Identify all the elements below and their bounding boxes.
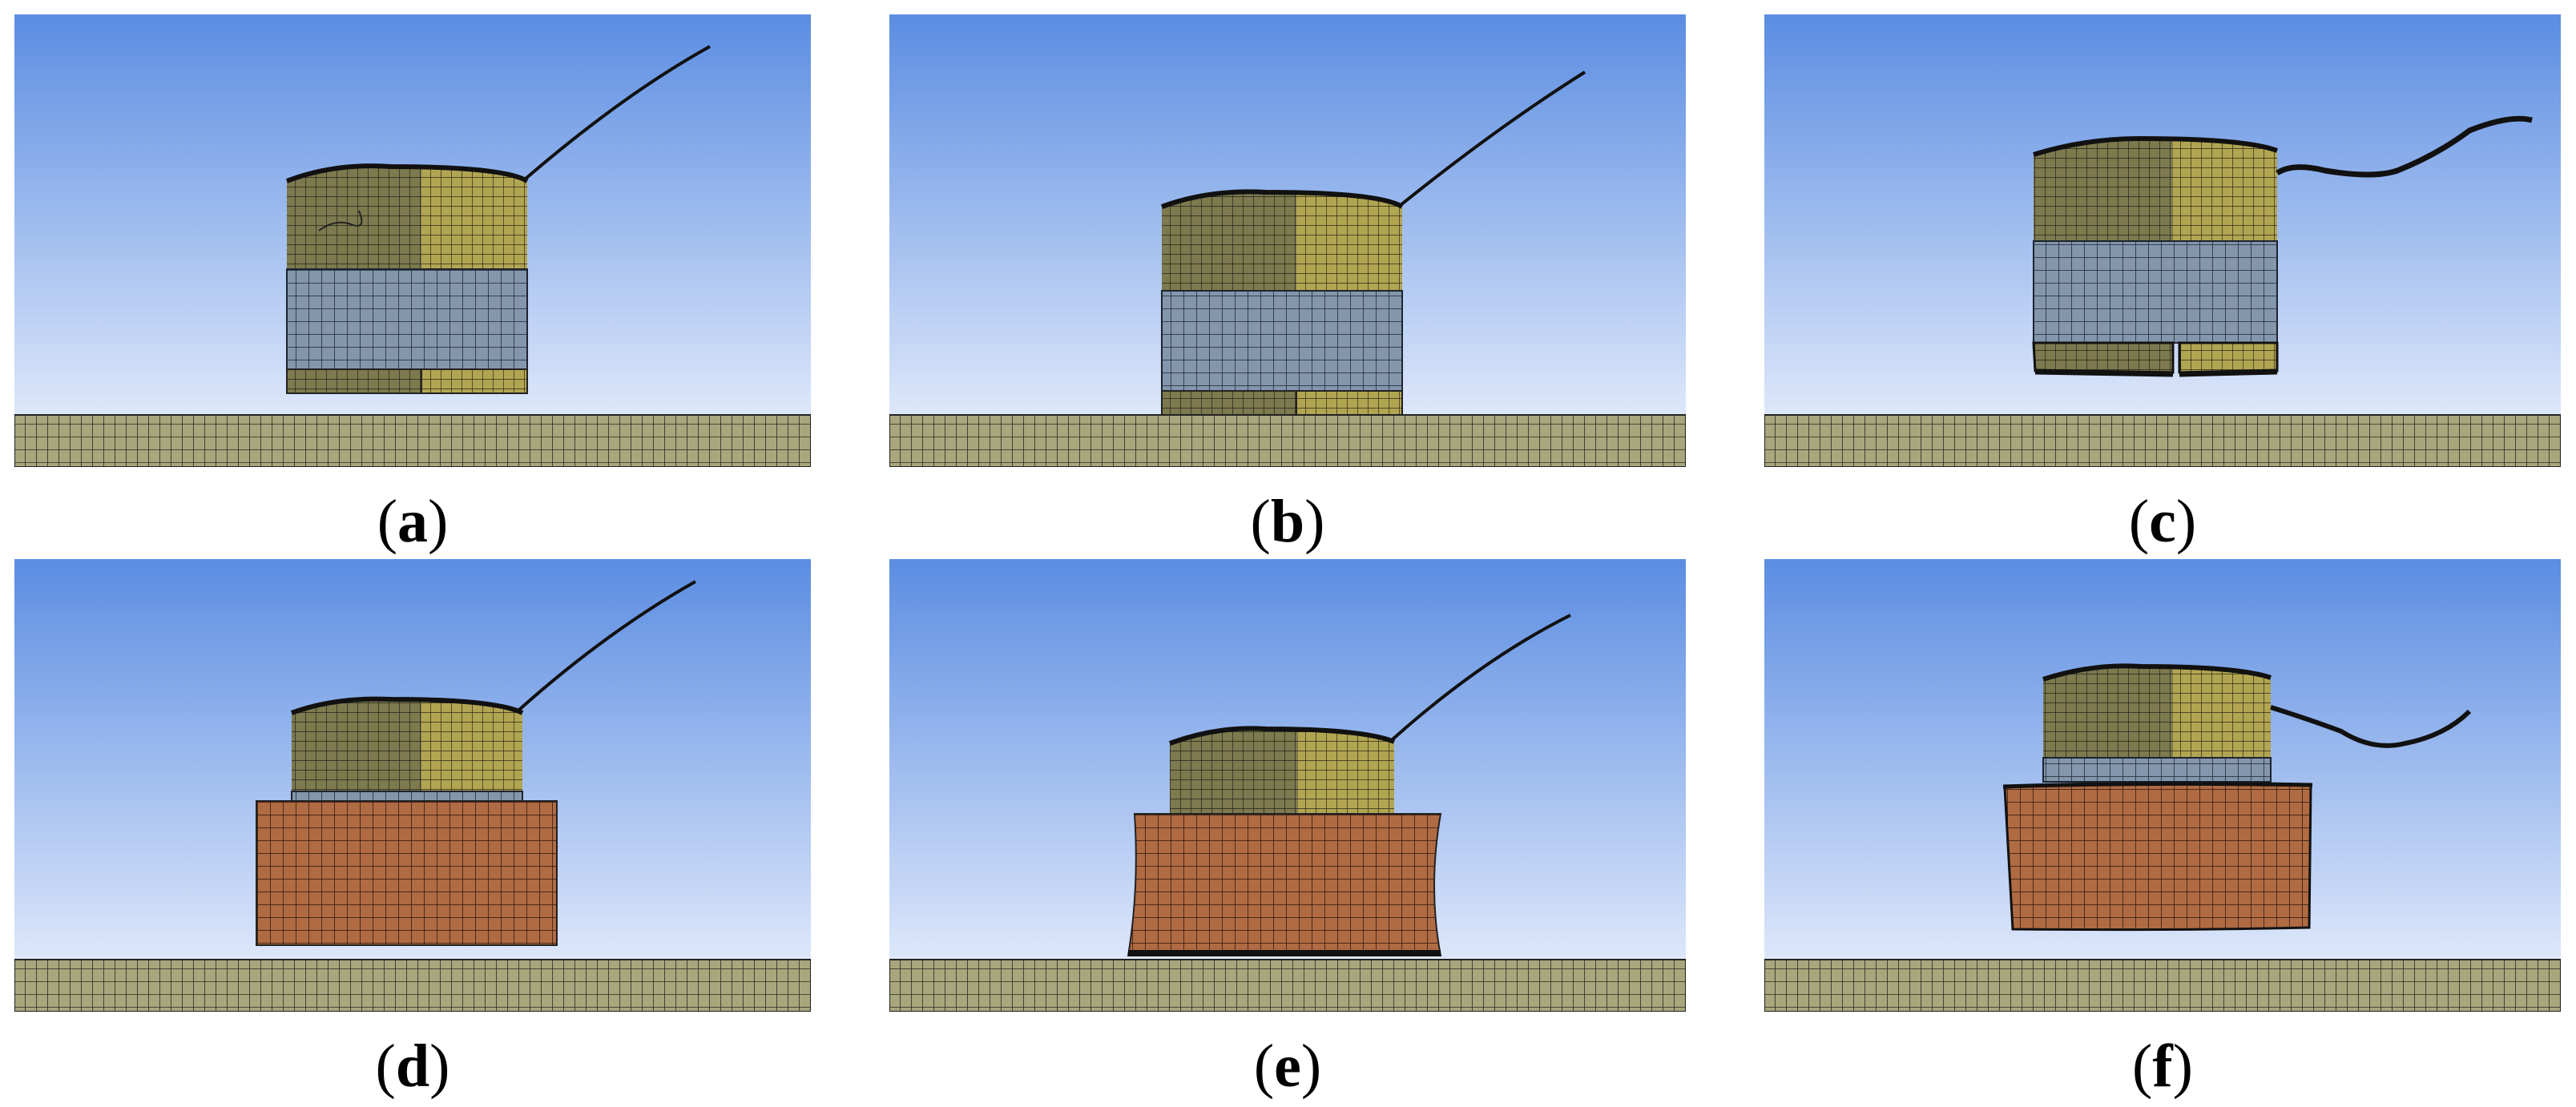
ground-mesh bbox=[14, 414, 811, 467]
panel-b bbox=[889, 14, 1686, 467]
caption-b: (b) bbox=[889, 489, 1686, 554]
caption-c-close: ) bbox=[2175, 488, 2197, 555]
base-mesh-right bbox=[2178, 341, 2279, 374]
caption-e-close: ) bbox=[1300, 1033, 1322, 1100]
caption-e-letter: e bbox=[1274, 1033, 1301, 1100]
neck-cable bbox=[2270, 705, 2472, 748]
liner-blue-strip bbox=[291, 791, 523, 802]
pad-orange-mesh bbox=[256, 800, 558, 946]
caption-c-open: ( bbox=[2128, 488, 2150, 555]
liner-blue-mesh bbox=[2033, 240, 2278, 344]
ground-mesh bbox=[1764, 414, 2561, 467]
caption-e-open: ( bbox=[1253, 1033, 1275, 1100]
caption-a-close: ) bbox=[428, 488, 449, 555]
caption-f-letter: f bbox=[2152, 1033, 2173, 1100]
caption-b-letter: b bbox=[1270, 488, 1305, 555]
liner-blue-mesh bbox=[286, 268, 528, 370]
caption-f: (f) bbox=[1764, 1034, 2561, 1098]
pad-orange-mesh bbox=[1127, 813, 1442, 956]
base-mesh-left bbox=[1161, 390, 1297, 416]
caption-e: (e) bbox=[889, 1034, 1686, 1098]
caption-d-open: ( bbox=[375, 1033, 396, 1100]
caption-b-open: ( bbox=[1250, 488, 1271, 555]
caption-a: (a) bbox=[14, 489, 811, 554]
neck-cable bbox=[1391, 614, 1571, 741]
caption-a-letter: a bbox=[397, 488, 428, 555]
panel-e bbox=[889, 559, 1686, 1012]
caption-f-close: ) bbox=[2172, 1033, 2193, 1100]
base-mesh-right bbox=[421, 368, 528, 394]
neck-cable bbox=[524, 45, 711, 180]
caption-d-close: ) bbox=[429, 1033, 450, 1100]
ground-mesh bbox=[14, 959, 811, 1012]
caption-a-open: ( bbox=[377, 488, 397, 555]
panel-c bbox=[1764, 14, 2561, 467]
caption-b-close: ) bbox=[1304, 488, 1325, 555]
liner-blue-mesh bbox=[1161, 290, 1403, 392]
neck-cable bbox=[1399, 70, 1586, 207]
caption-c-letter: c bbox=[2149, 488, 2176, 555]
base-mesh-right bbox=[1296, 390, 1403, 416]
ground-mesh bbox=[889, 414, 1686, 467]
base-mesh-left bbox=[286, 368, 422, 394]
ground-mesh bbox=[1764, 959, 2561, 1012]
caption-d: (d) bbox=[14, 1034, 811, 1098]
base-mesh-left bbox=[2032, 341, 2175, 374]
caption-c: (c) bbox=[1764, 489, 2561, 554]
neck-cable bbox=[518, 580, 696, 711]
panel-f bbox=[1764, 559, 2561, 1012]
head-block bbox=[285, 163, 529, 269]
panel-a bbox=[14, 14, 811, 467]
panel-d bbox=[14, 559, 811, 1012]
caption-f-open: ( bbox=[2132, 1033, 2153, 1100]
caption-d-letter: d bbox=[395, 1033, 430, 1100]
pad-orange-mesh bbox=[2003, 782, 2312, 932]
neck-cable bbox=[2276, 115, 2533, 178]
liner-blue-strip bbox=[2042, 757, 2272, 783]
ground-mesh bbox=[889, 959, 1686, 1012]
